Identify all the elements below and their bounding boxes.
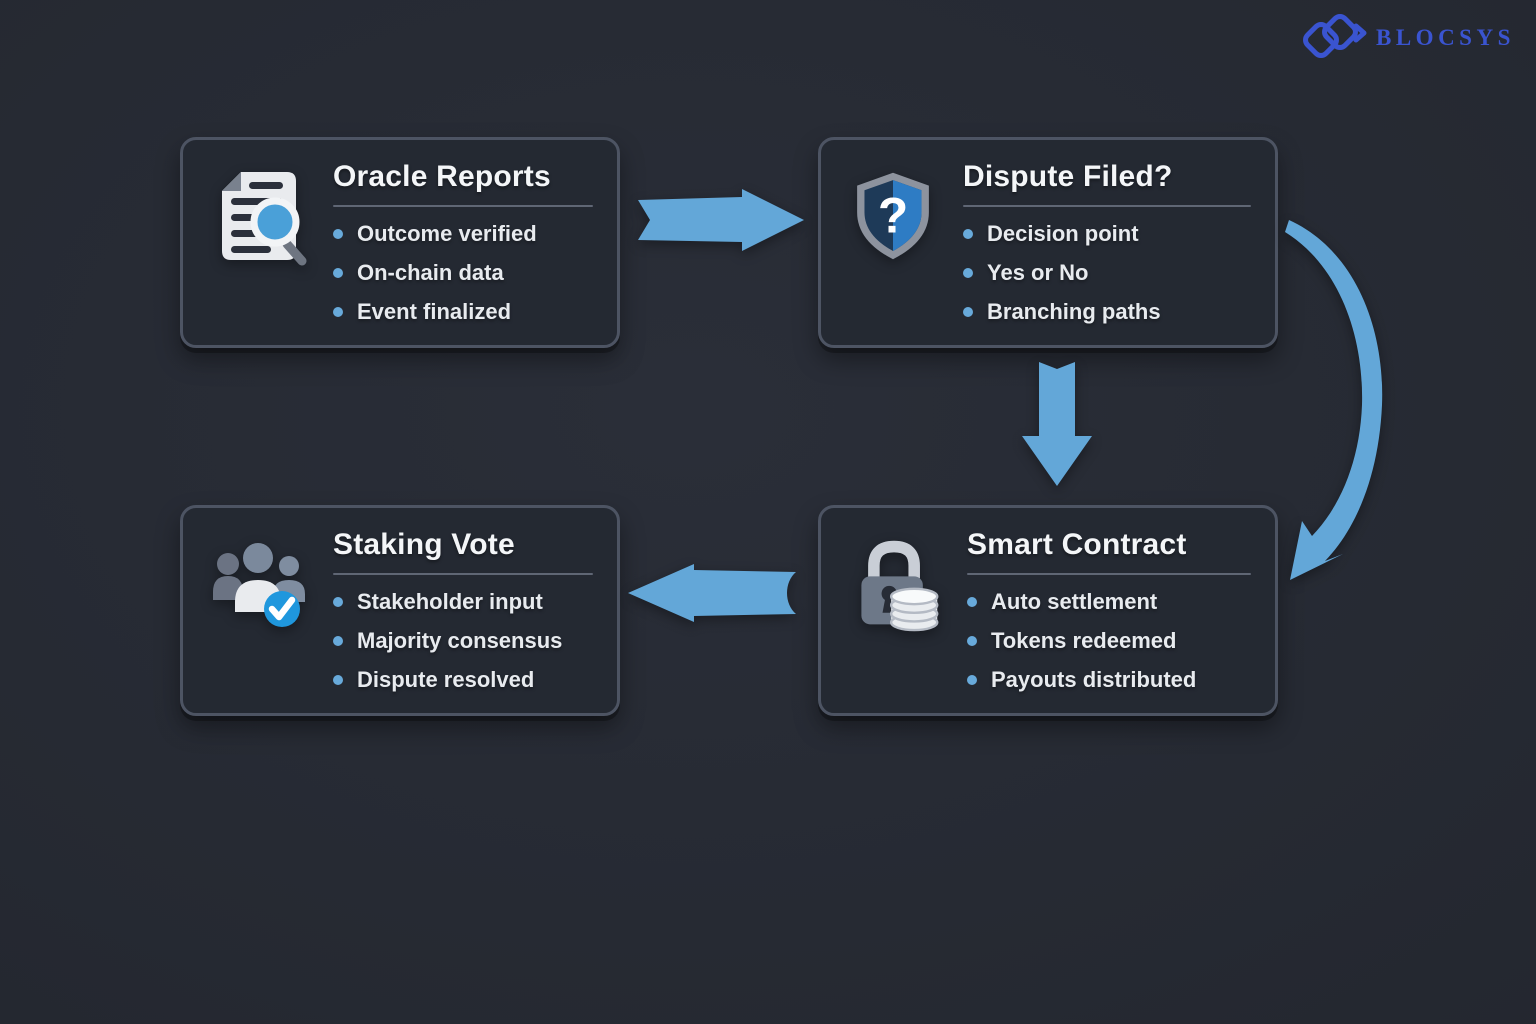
bullet-dot-icon (963, 267, 973, 278)
card-title: Smart Contract (967, 528, 1187, 561)
bullet-list: Auto settlement Tokens redeemed Payouts … (967, 589, 1251, 693)
bullet-text: Yes or No (987, 259, 1089, 285)
lock-coins-icon (847, 532, 943, 636)
divider (333, 572, 593, 575)
bullet-dot-icon (333, 306, 343, 317)
bullet-text: Majority consensus (357, 627, 563, 653)
arrow-right-icon (636, 189, 804, 251)
people-check-icon (209, 532, 309, 636)
bullet-dot-icon (333, 674, 343, 685)
card-title: Dispute Filed? (963, 160, 1173, 193)
bullet-dot-icon (333, 596, 343, 607)
card-dispute-filed: ? Dispute Filed? Decision point Yes or N… (818, 137, 1278, 348)
bullet-text: Event finalized (357, 298, 512, 324)
bullet-item: Dispute resolved (333, 667, 593, 693)
bullet-text: Outcome verified (357, 220, 537, 246)
bullet-text: Tokens redeemed (991, 627, 1177, 653)
brand-name: BLOCSYS (1376, 25, 1515, 50)
bullet-dot-icon (967, 635, 977, 646)
card-oracle-reports: Oracle Reports Outcome verified On-chain… (180, 137, 620, 348)
bullet-text: On-chain data (357, 259, 504, 285)
blocsys-diamonds-icon (1300, 10, 1370, 66)
card-smart-contract: Smart Contract Auto settlement Tokens re… (818, 505, 1278, 716)
bullet-text: Payouts distributed (991, 666, 1197, 692)
bullet-dot-icon (963, 228, 973, 239)
bullet-text: Stakeholder input (357, 588, 543, 614)
bullet-item: Yes or No (963, 260, 1251, 286)
bullet-list: Stakeholder input Majority consensus Dis… (333, 589, 593, 693)
bullet-text: Decision point (987, 220, 1139, 246)
document-search-icon (209, 164, 309, 268)
bullet-dot-icon (967, 596, 977, 607)
bullet-text: Branching paths (987, 298, 1161, 324)
card-staking-vote: Staking Vote Stakeholder input Majority … (180, 505, 620, 716)
arrow-curved-down-icon (1263, 220, 1403, 582)
arrow-left-icon (628, 564, 798, 622)
card-title: Staking Vote (333, 528, 515, 561)
bullet-item: Stakeholder input (333, 589, 593, 615)
bullet-item: Payouts distributed (967, 667, 1251, 693)
divider (967, 572, 1251, 575)
divider (963, 204, 1251, 207)
arrow-down-icon (1022, 362, 1092, 486)
bullet-item: Decision point (963, 221, 1251, 247)
bullet-item: Auto settlement (967, 589, 1251, 615)
bullet-item: On-chain data (333, 260, 593, 286)
bullet-item: Tokens redeemed (967, 628, 1251, 654)
bullet-dot-icon (333, 267, 343, 278)
bullet-item: Branching paths (963, 299, 1251, 325)
bullet-item: Event finalized (333, 299, 593, 325)
bullet-list: Outcome verified On-chain data Event fin… (333, 221, 593, 325)
bullet-text: Auto settlement (991, 588, 1158, 614)
bullet-dot-icon (963, 306, 973, 317)
bullet-text: Dispute resolved (357, 666, 535, 692)
bullet-item: Outcome verified (333, 221, 593, 247)
bullet-list: Decision point Yes or No Branching paths (963, 221, 1251, 325)
question-mark-glyph: ? (878, 188, 908, 244)
bullet-dot-icon (967, 674, 977, 685)
bullet-dot-icon (333, 635, 343, 646)
bullet-item: Majority consensus (333, 628, 593, 654)
shield-question-icon: ? (847, 164, 939, 268)
divider (333, 204, 593, 207)
bullet-dot-icon (333, 228, 343, 239)
brand-logo: BLOCSYS (1300, 10, 1515, 66)
card-title: Oracle Reports (333, 160, 551, 193)
